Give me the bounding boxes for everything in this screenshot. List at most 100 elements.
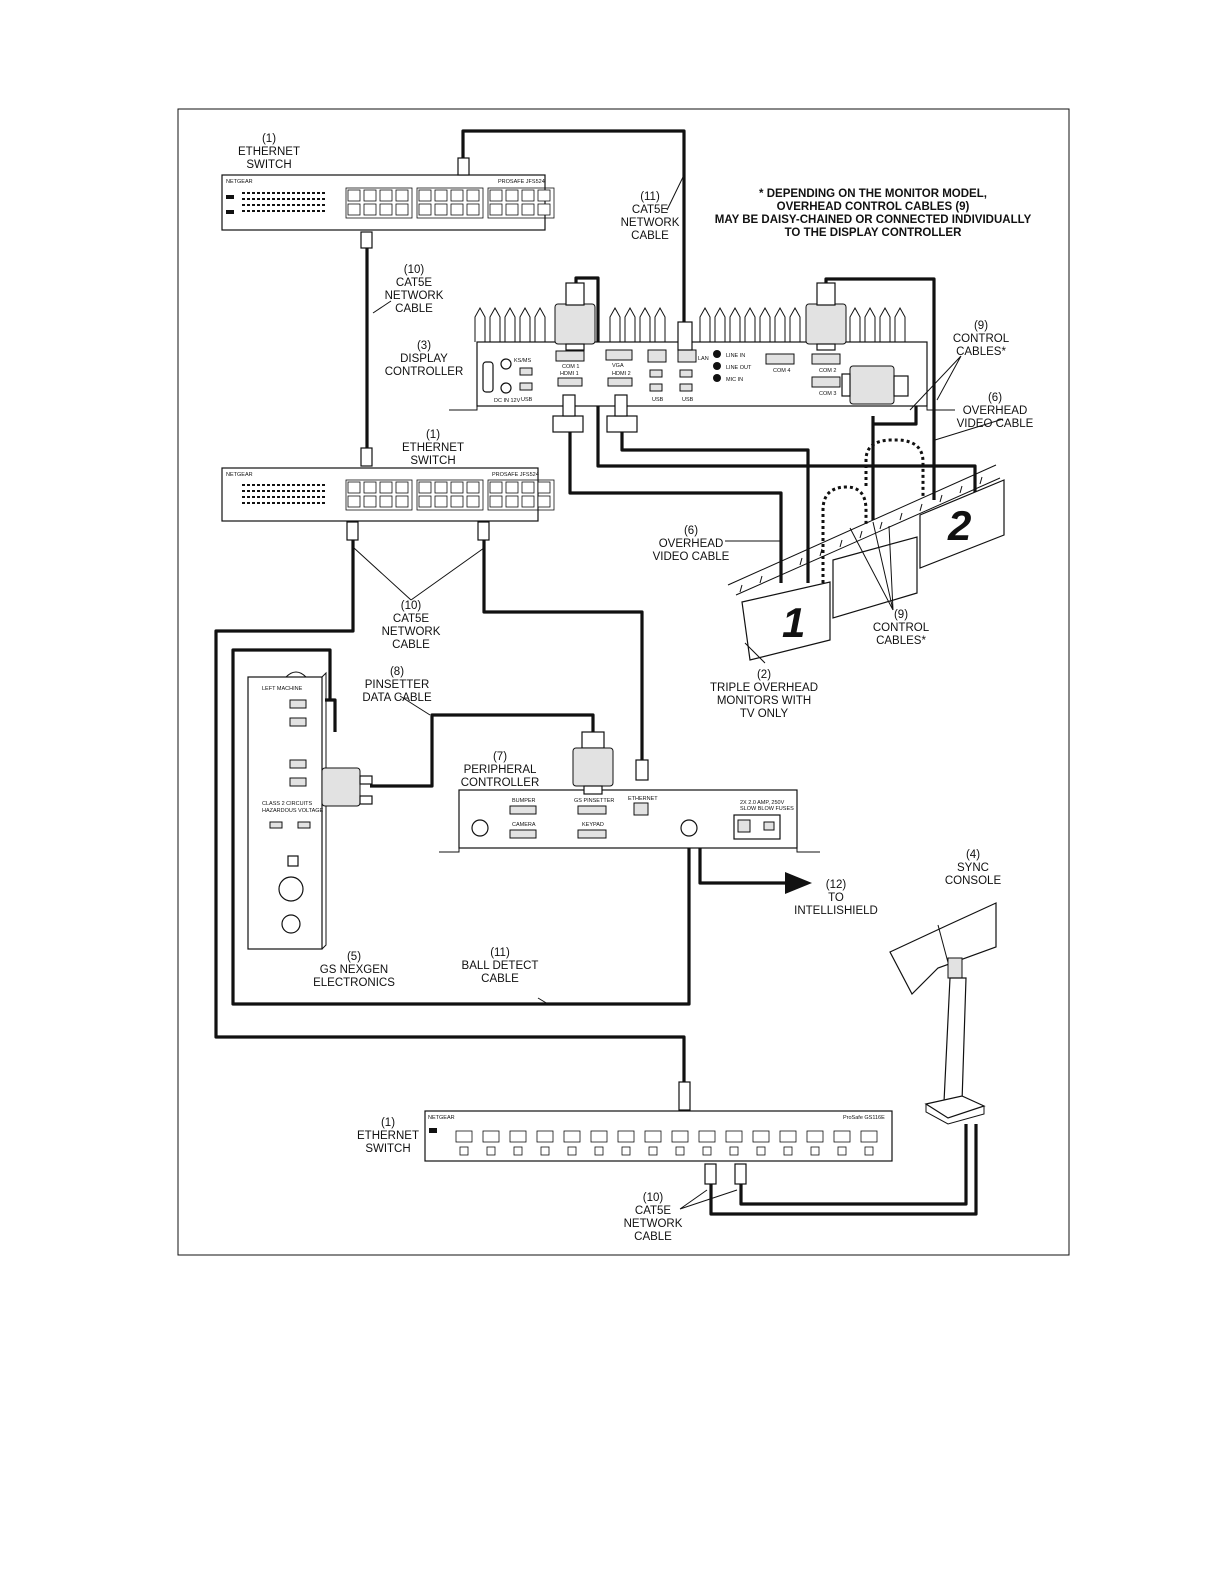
cable-11-ball-detect [231,648,691,1006]
status-led [292,192,295,194]
network-port [489,189,503,202]
status-led [252,502,255,504]
svg-text:(10): (10) [404,264,425,276]
status-led [307,204,310,206]
plug-mid-top [360,447,373,467]
plug-bottom-in [678,1081,691,1111]
status-led [317,198,320,200]
svg-text:CABLE: CABLE [392,639,430,651]
network-port [779,1130,797,1143]
network-port [590,1130,608,1143]
status-led [242,198,245,200]
label-intellishield: (12) TO INTELLISHIELD [794,879,878,917]
label-switch-mid: (1) ETHERNET SWITCH [402,429,464,467]
label-dc-in: DC IN 12V [494,398,521,404]
switch-bottom-brand: NETGEAR [428,1115,455,1121]
status-led [322,484,325,486]
status-led [297,198,300,200]
label-usb-3: USB [682,397,694,403]
network-port [450,203,464,216]
status-led [247,192,250,194]
label-gs-nexgen: (5) GS NEXGEN ELECTRONICS [313,951,395,989]
network-port [347,203,361,216]
label-display-controller: (3) DISPLAY CONTROLLER [385,340,464,378]
status-led [247,198,250,200]
status-led [302,204,305,206]
network-port [434,495,448,508]
status-led [247,502,250,504]
svg-text:CABLE: CABLE [395,303,433,315]
network-port [363,495,377,508]
svg-text:OVERHEAD: OVERHEAD [659,538,724,550]
label-class2: CLASS 2 CIRCUITS [262,801,312,807]
label-usb-2: USB [652,397,664,403]
port-number-box [702,1146,712,1156]
label-keypad: KEYPAD [582,822,604,828]
status-led [317,204,320,206]
status-led [277,484,280,486]
status-led [292,204,295,206]
svg-text:CONTROLLER: CONTROLLER [461,777,540,789]
svg-text:CABLES*: CABLES* [876,635,926,647]
com2-connector [805,282,847,351]
svg-text:(6): (6) [684,525,698,537]
status-led [322,198,325,200]
status-led [277,198,280,200]
status-led [262,490,265,492]
network-port [752,1130,770,1143]
network-port [725,1130,743,1143]
network-port [455,1130,473,1143]
status-led [292,210,295,212]
plug-mid-b [477,521,490,541]
network-port [563,1130,581,1143]
status-led [312,204,315,206]
cable-10-mid-right [482,540,644,760]
switch-bottom-model: ProSafe GS116E [843,1115,885,1121]
status-led [307,198,310,200]
status-led [307,210,310,212]
status-led [247,490,250,492]
network-port [395,481,409,494]
port-number-box [783,1146,793,1156]
status-led [287,502,290,504]
status-led [322,502,325,504]
status-led [302,496,305,498]
status-led [302,210,305,212]
svg-text:ETHERNET: ETHERNET [402,442,464,454]
network-port [505,495,519,508]
sync-console [889,902,997,1125]
svg-text:PINSETTER: PINSETTER [365,679,430,691]
svg-text:TRIPLE OVERHEAD: TRIPLE OVERHEAD [710,682,818,694]
status-led [257,210,260,212]
status-led [267,496,270,498]
svg-text:CONTROL: CONTROL [873,622,930,634]
status-led [287,210,290,212]
network-port [537,189,551,202]
label-control-cables-top: (9) CONTROL CABLES* [953,320,1010,358]
network-port [671,1130,689,1143]
status-led [277,192,280,194]
network-port [505,189,519,202]
status-led [312,210,315,212]
status-led [292,502,295,504]
network-port [434,189,448,202]
network-port [644,1130,662,1143]
network-port [509,1130,527,1143]
status-led [267,502,270,504]
network-port [379,189,393,202]
status-led [257,192,260,194]
svg-text:MONITORS WITH: MONITORS WITH [717,695,811,707]
status-led [242,496,245,498]
status-led [262,210,265,212]
status-led [262,204,265,206]
label-com2: COM 2 [819,368,836,374]
status-led [297,210,300,212]
diagram-frame [177,108,1070,1256]
network-port [379,203,393,216]
network-port [521,481,535,494]
label-sync-console: (4) SYNC CONSOLE [945,849,1002,887]
svg-text:VIDEO CABLE: VIDEO CABLE [957,418,1034,430]
status-led [247,484,250,486]
label-hdmi2: HDMI 2 [612,371,631,377]
status-led [242,484,245,486]
